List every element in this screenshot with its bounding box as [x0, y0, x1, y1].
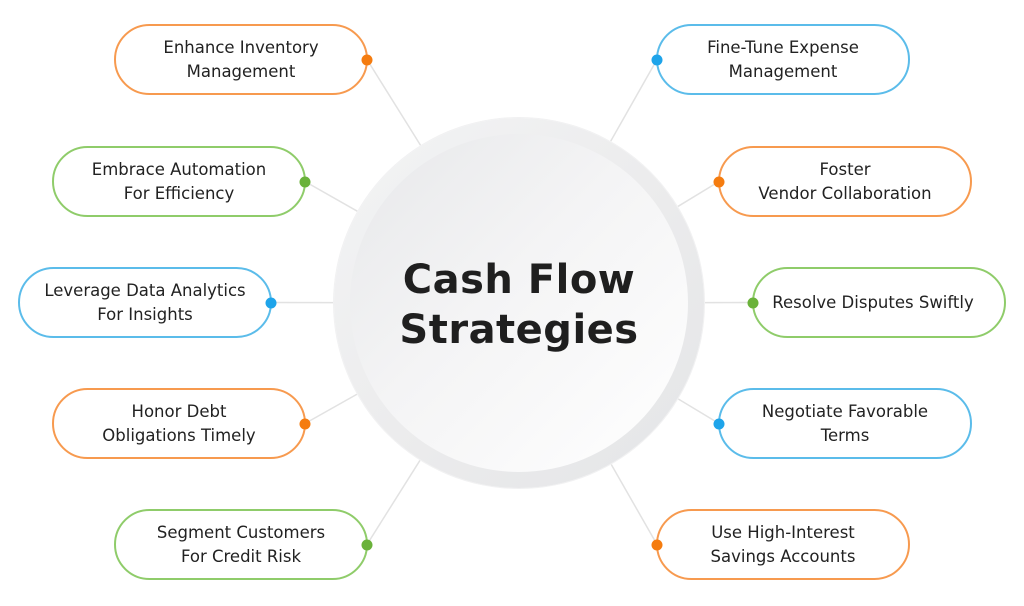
- strategy-node-honor-debt: Honor Debt Obligations Timely: [52, 388, 306, 459]
- strategy-node-foster-vendor: Foster Vendor Collaboration: [718, 146, 972, 217]
- strategy-node-leverage-data: Leverage Data Analytics For Insights: [18, 267, 272, 338]
- connector-dot-icon: [713, 418, 725, 429]
- connector-dot-icon: [651, 54, 663, 65]
- strategy-label: Honor Debt Obligations Timely: [102, 401, 256, 445]
- connector-line: [366, 59, 422, 146]
- strategy-label: Fine-Tune Expense Management: [707, 37, 859, 81]
- strategy-label: Leverage Data Analytics For Insights: [44, 280, 246, 324]
- connector-dot-icon: [299, 176, 311, 187]
- connector-dot-icon: [361, 539, 373, 550]
- central-hub: Cash Flow Strategies: [350, 134, 688, 472]
- strategy-node-segment-customers: Segment Customers For Credit Risk: [114, 509, 368, 580]
- connector-dot-icon: [361, 54, 373, 65]
- strategy-label: Use High-Interest Savings Accounts: [710, 522, 856, 566]
- connector-line: [366, 460, 421, 545]
- connector-line: [304, 393, 358, 425]
- strategy-node-embrace-automation: Embrace Automation For Efficiency: [52, 146, 306, 217]
- strategy-node-enhance-inventory: Enhance Inventory Management: [114, 24, 368, 95]
- connector-line: [677, 180, 720, 208]
- strategy-label: Negotiate Favorable Terms: [761, 401, 929, 445]
- connector-dot-icon: [265, 297, 277, 308]
- connector-dot-icon: [299, 418, 311, 429]
- strategy-node-high-interest-savings: Use High-Interest Savings Accounts: [656, 509, 910, 580]
- strategy-label: Enhance Inventory Management: [163, 37, 319, 81]
- connector-line: [304, 180, 358, 212]
- strategy-label: Segment Customers For Credit Risk: [156, 522, 326, 566]
- strategy-node-fine-tune-expense: Fine-Tune Expense Management: [656, 24, 910, 95]
- strategy-label: Embrace Automation For Efficiency: [91, 159, 267, 203]
- connector-dot-icon: [651, 539, 663, 550]
- connector-line: [677, 398, 720, 425]
- strategy-node-negotiate-terms: Negotiate Favorable Terms: [718, 388, 972, 459]
- connector-dot-icon: [713, 176, 725, 187]
- connector-line: [610, 59, 658, 142]
- connector-dot-icon: [747, 297, 759, 308]
- strategy-label: Foster Vendor Collaboration: [758, 159, 932, 203]
- strategy-node-resolve-disputes: Resolve Disputes Swiftly: [752, 267, 1006, 338]
- hub-title: Cash Flow Strategies: [399, 257, 639, 353]
- strategy-label: Resolve Disputes Swiftly: [772, 292, 974, 312]
- connector-line: [610, 464, 658, 545]
